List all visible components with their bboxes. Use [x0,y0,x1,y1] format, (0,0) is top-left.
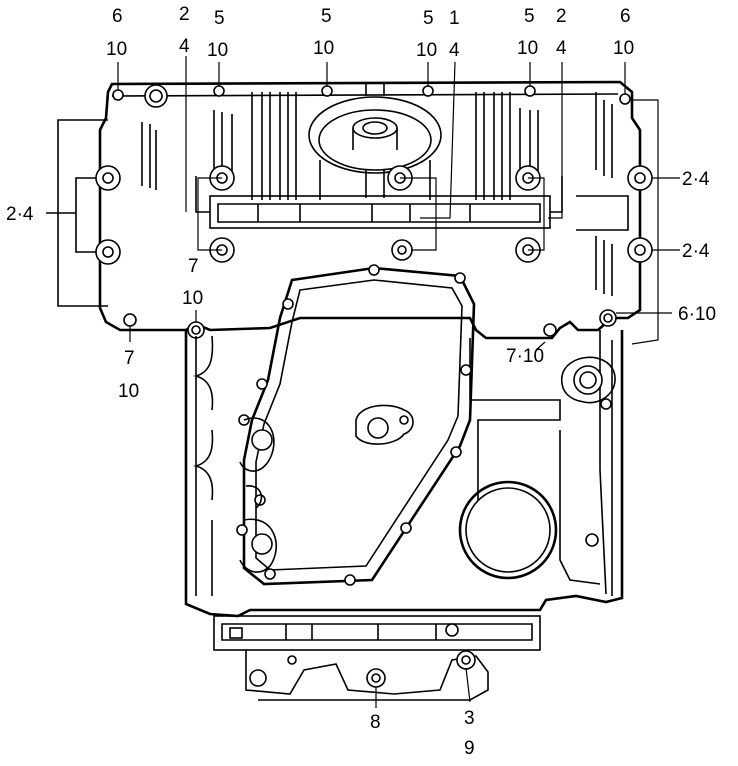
bolt-hole [191,325,201,335]
label-t4a: 5 [321,6,332,27]
label-mid-710: 7·10 [506,346,544,367]
left-bracket [46,119,108,307]
label-t1b: 10 [106,39,127,60]
gasket-hole [450,446,462,458]
label-left-7a: 7 [188,256,199,277]
label-left-7b: 7 [124,348,135,369]
label-t4b: 10 [313,38,334,59]
label-t2a: 2 [179,4,190,25]
label-bottom-8: 8 [370,712,381,733]
gasket-hole [368,264,380,276]
bolt-hole [102,172,114,184]
bolt-hole [102,246,114,258]
upper-bolt-holes [95,84,653,339]
label-bottom-9: 9 [464,738,475,759]
gasket-hole [460,364,472,376]
gasket-hole [454,272,466,284]
center-boss [308,84,442,200]
label-left-24: 2·4 [6,204,34,225]
label-right-24-bottom: 2·4 [682,241,710,262]
bolt-hole [524,85,536,97]
label-t7a: 5 [524,6,535,27]
bolt-hole [321,85,333,97]
label-t6a: 1 [449,8,460,29]
right-boss [560,356,616,547]
center-bar [195,176,629,231]
label-t8a: 2 [556,6,567,27]
bolt-hole [634,244,646,256]
bolt-hole [634,172,646,184]
callout-labels: 6 10 2 4 5 10 5 10 5 10 1 4 5 10 2 4 6 1… [6,4,716,759]
gasket-lobes [239,417,278,573]
bolt-hole [397,245,407,255]
label-t7b: 10 [517,38,538,59]
bottom-rail [213,615,541,701]
gasket-hole [344,574,356,586]
gasket-hole [236,524,248,536]
center-plate [355,404,414,445]
gasket-hole [256,378,268,390]
label-t5a: 5 [423,8,434,29]
label-right-610: 6·10 [678,304,716,325]
label-t6b: 4 [449,40,460,61]
label-left-10b: 10 [118,381,139,402]
bolt-hole [149,89,163,103]
label-t8b: 4 [556,38,567,59]
label-right-24-top: 2·4 [682,169,710,190]
label-t3a: 5 [214,8,225,29]
label-t3b: 10 [207,40,228,61]
label-t9b: 10 [613,38,634,59]
label-t1a: 6 [112,6,123,27]
bolt-hole [619,93,631,105]
label-t5b: 10 [416,40,437,61]
main-seal [458,480,558,580]
bolt-hole [543,323,557,337]
leader-lines [117,56,680,708]
gasket-hole [254,494,266,506]
bolt-hole [123,313,137,327]
label-t9a: 6 [620,6,631,27]
cover-gasket [236,264,476,586]
label-bottom-3: 3 [464,708,475,729]
bolt-hole [112,89,124,101]
bolt-hole [603,313,613,323]
gasket-hole [400,522,412,534]
bolt-hole [213,85,225,97]
label-left-10a: 10 [182,288,203,309]
gasket-hole [282,298,294,310]
gasket-hole [264,568,276,580]
label-t2b: 4 [179,36,190,57]
bolt-hole [422,85,434,97]
